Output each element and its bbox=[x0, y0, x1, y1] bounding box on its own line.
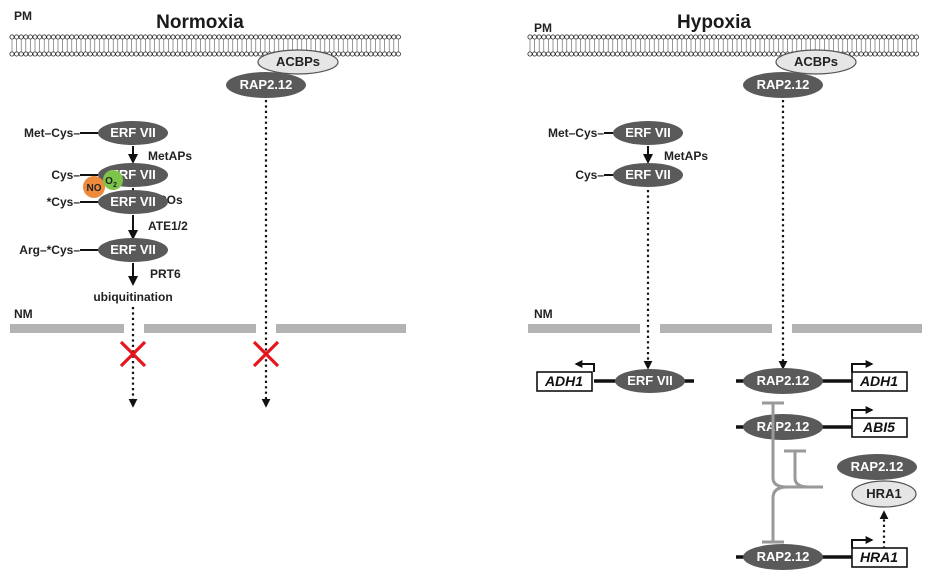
ubiquitination-label: ubiquitination bbox=[93, 290, 172, 304]
hypoxia-panel: PM Hypoxia ACBPs RAP2.12 Met–Cys– ERF VI… bbox=[527, 12, 922, 570]
gene-abi5: ABI5 bbox=[862, 419, 895, 435]
erf7-protein-1 bbox=[98, 121, 168, 145]
acbps-protein bbox=[775, 49, 857, 75]
cys-prefix: Cys– bbox=[51, 168, 80, 182]
met-cys-prefix: Met–Cys– bbox=[548, 126, 604, 140]
nm-label: NM bbox=[534, 307, 553, 321]
no-molecule-icon bbox=[83, 176, 105, 198]
hra1-protein bbox=[851, 480, 917, 508]
hypoxia-title: Hypoxia bbox=[677, 12, 751, 33]
erf7-protein-2 bbox=[613, 163, 683, 187]
erf-adh1-promoter: ADH1 ERF VII bbox=[536, 360, 694, 393]
plasma-membrane bbox=[9, 34, 402, 57]
gene-hra1: HRA1 bbox=[860, 549, 898, 565]
erf7-label-1: ERF VII bbox=[110, 125, 156, 140]
cys-prefix: Cys– bbox=[575, 168, 604, 182]
gene-hra1-box bbox=[851, 547, 908, 568]
oxidized-cys-prefix: *Cys– bbox=[47, 195, 81, 209]
acbps-label: ACBPs bbox=[794, 54, 838, 69]
erf7-label-2: ERF VII bbox=[625, 167, 671, 182]
acbps-label: ACBPs bbox=[276, 54, 320, 69]
erf7-protein-3 bbox=[98, 190, 168, 214]
rap212-nuclear-protein bbox=[743, 544, 823, 570]
nuclear-membrane bbox=[10, 324, 406, 333]
rap212-complex-protein bbox=[837, 454, 917, 480]
gene-adh1-box bbox=[536, 371, 593, 392]
rap212-protein bbox=[743, 72, 823, 98]
ndegron-steps: Met–Cys– ERF VII MetAPs Cys– ERF VII bbox=[548, 121, 708, 187]
nuclear-membrane bbox=[528, 324, 922, 333]
normoxia-panel: PM Normoxia ACBPs RAP2.12 Met–Cys– ERF V… bbox=[9, 9, 406, 408]
gene-adh1-box bbox=[851, 371, 908, 392]
rap212-nuclear-label: RAP2.12 bbox=[757, 549, 810, 564]
met-cys-prefix: Met–Cys– bbox=[24, 126, 80, 140]
plasma-membrane bbox=[527, 34, 922, 57]
erf7-protein-1 bbox=[613, 121, 683, 145]
rap212-nuclear-label: RAP2.12 bbox=[757, 373, 810, 388]
erf7-nuclear-label: ERF VII bbox=[627, 373, 673, 388]
no-label: NO bbox=[87, 183, 102, 194]
ndegron-steps: Met–Cys– ERF VII MetAPs Cys– ERF VII PCO… bbox=[19, 121, 192, 304]
inhibition-lines bbox=[762, 401, 823, 544]
pm-label: PM bbox=[14, 9, 32, 23]
rap-adh1-promoter: RAP2.12 ADH1 bbox=[736, 360, 908, 394]
nm-label: NM bbox=[14, 307, 33, 321]
acbps-protein bbox=[257, 49, 339, 75]
enzyme-prt6: PRT6 bbox=[150, 267, 181, 281]
rap-hra1-promoter: RAP2.12 HRA1 bbox=[736, 536, 908, 570]
normoxia-title: Normoxia bbox=[156, 12, 244, 33]
rap212-nuclear-protein bbox=[743, 414, 823, 440]
enzyme-metaps: MetAPs bbox=[664, 149, 708, 163]
gene-adh1: ADH1 bbox=[859, 373, 898, 389]
rap-abi5-promoter: RAP2.12 ABI5 bbox=[736, 406, 908, 440]
o2-molecule-icon bbox=[103, 170, 123, 190]
rap212-label: RAP2.12 bbox=[240, 77, 293, 92]
gene-abi5-box bbox=[851, 417, 908, 438]
o2-label: O2 bbox=[105, 176, 117, 189]
rap212-label: RAP2.12 bbox=[757, 77, 810, 92]
rap212-nuclear-label: RAP2.12 bbox=[757, 419, 810, 434]
gene-adh1: ADH1 bbox=[544, 373, 583, 389]
rap212-nuclear-protein bbox=[743, 368, 823, 394]
rap212-protein bbox=[226, 72, 306, 98]
hra1-label: HRA1 bbox=[866, 486, 901, 501]
erf7-label-4: ERF VII bbox=[110, 242, 156, 257]
block-x-icon bbox=[252, 340, 280, 368]
erf7-nuclear-protein bbox=[615, 369, 685, 393]
pm-label: PM bbox=[534, 21, 552, 35]
erf7-label-3: ERF VII bbox=[110, 194, 156, 209]
erf7-protein-4 bbox=[98, 238, 168, 262]
rap212-complex-label: RAP2.12 bbox=[851, 459, 904, 474]
erf7-label-1: ERF VII bbox=[625, 125, 671, 140]
block-x-icon bbox=[119, 340, 147, 368]
arg-cys-prefix: Arg–*Cys– bbox=[19, 243, 80, 257]
enzyme-metaps: MetAPs bbox=[148, 149, 192, 163]
enzyme-ate: ATE1/2 bbox=[148, 219, 188, 233]
